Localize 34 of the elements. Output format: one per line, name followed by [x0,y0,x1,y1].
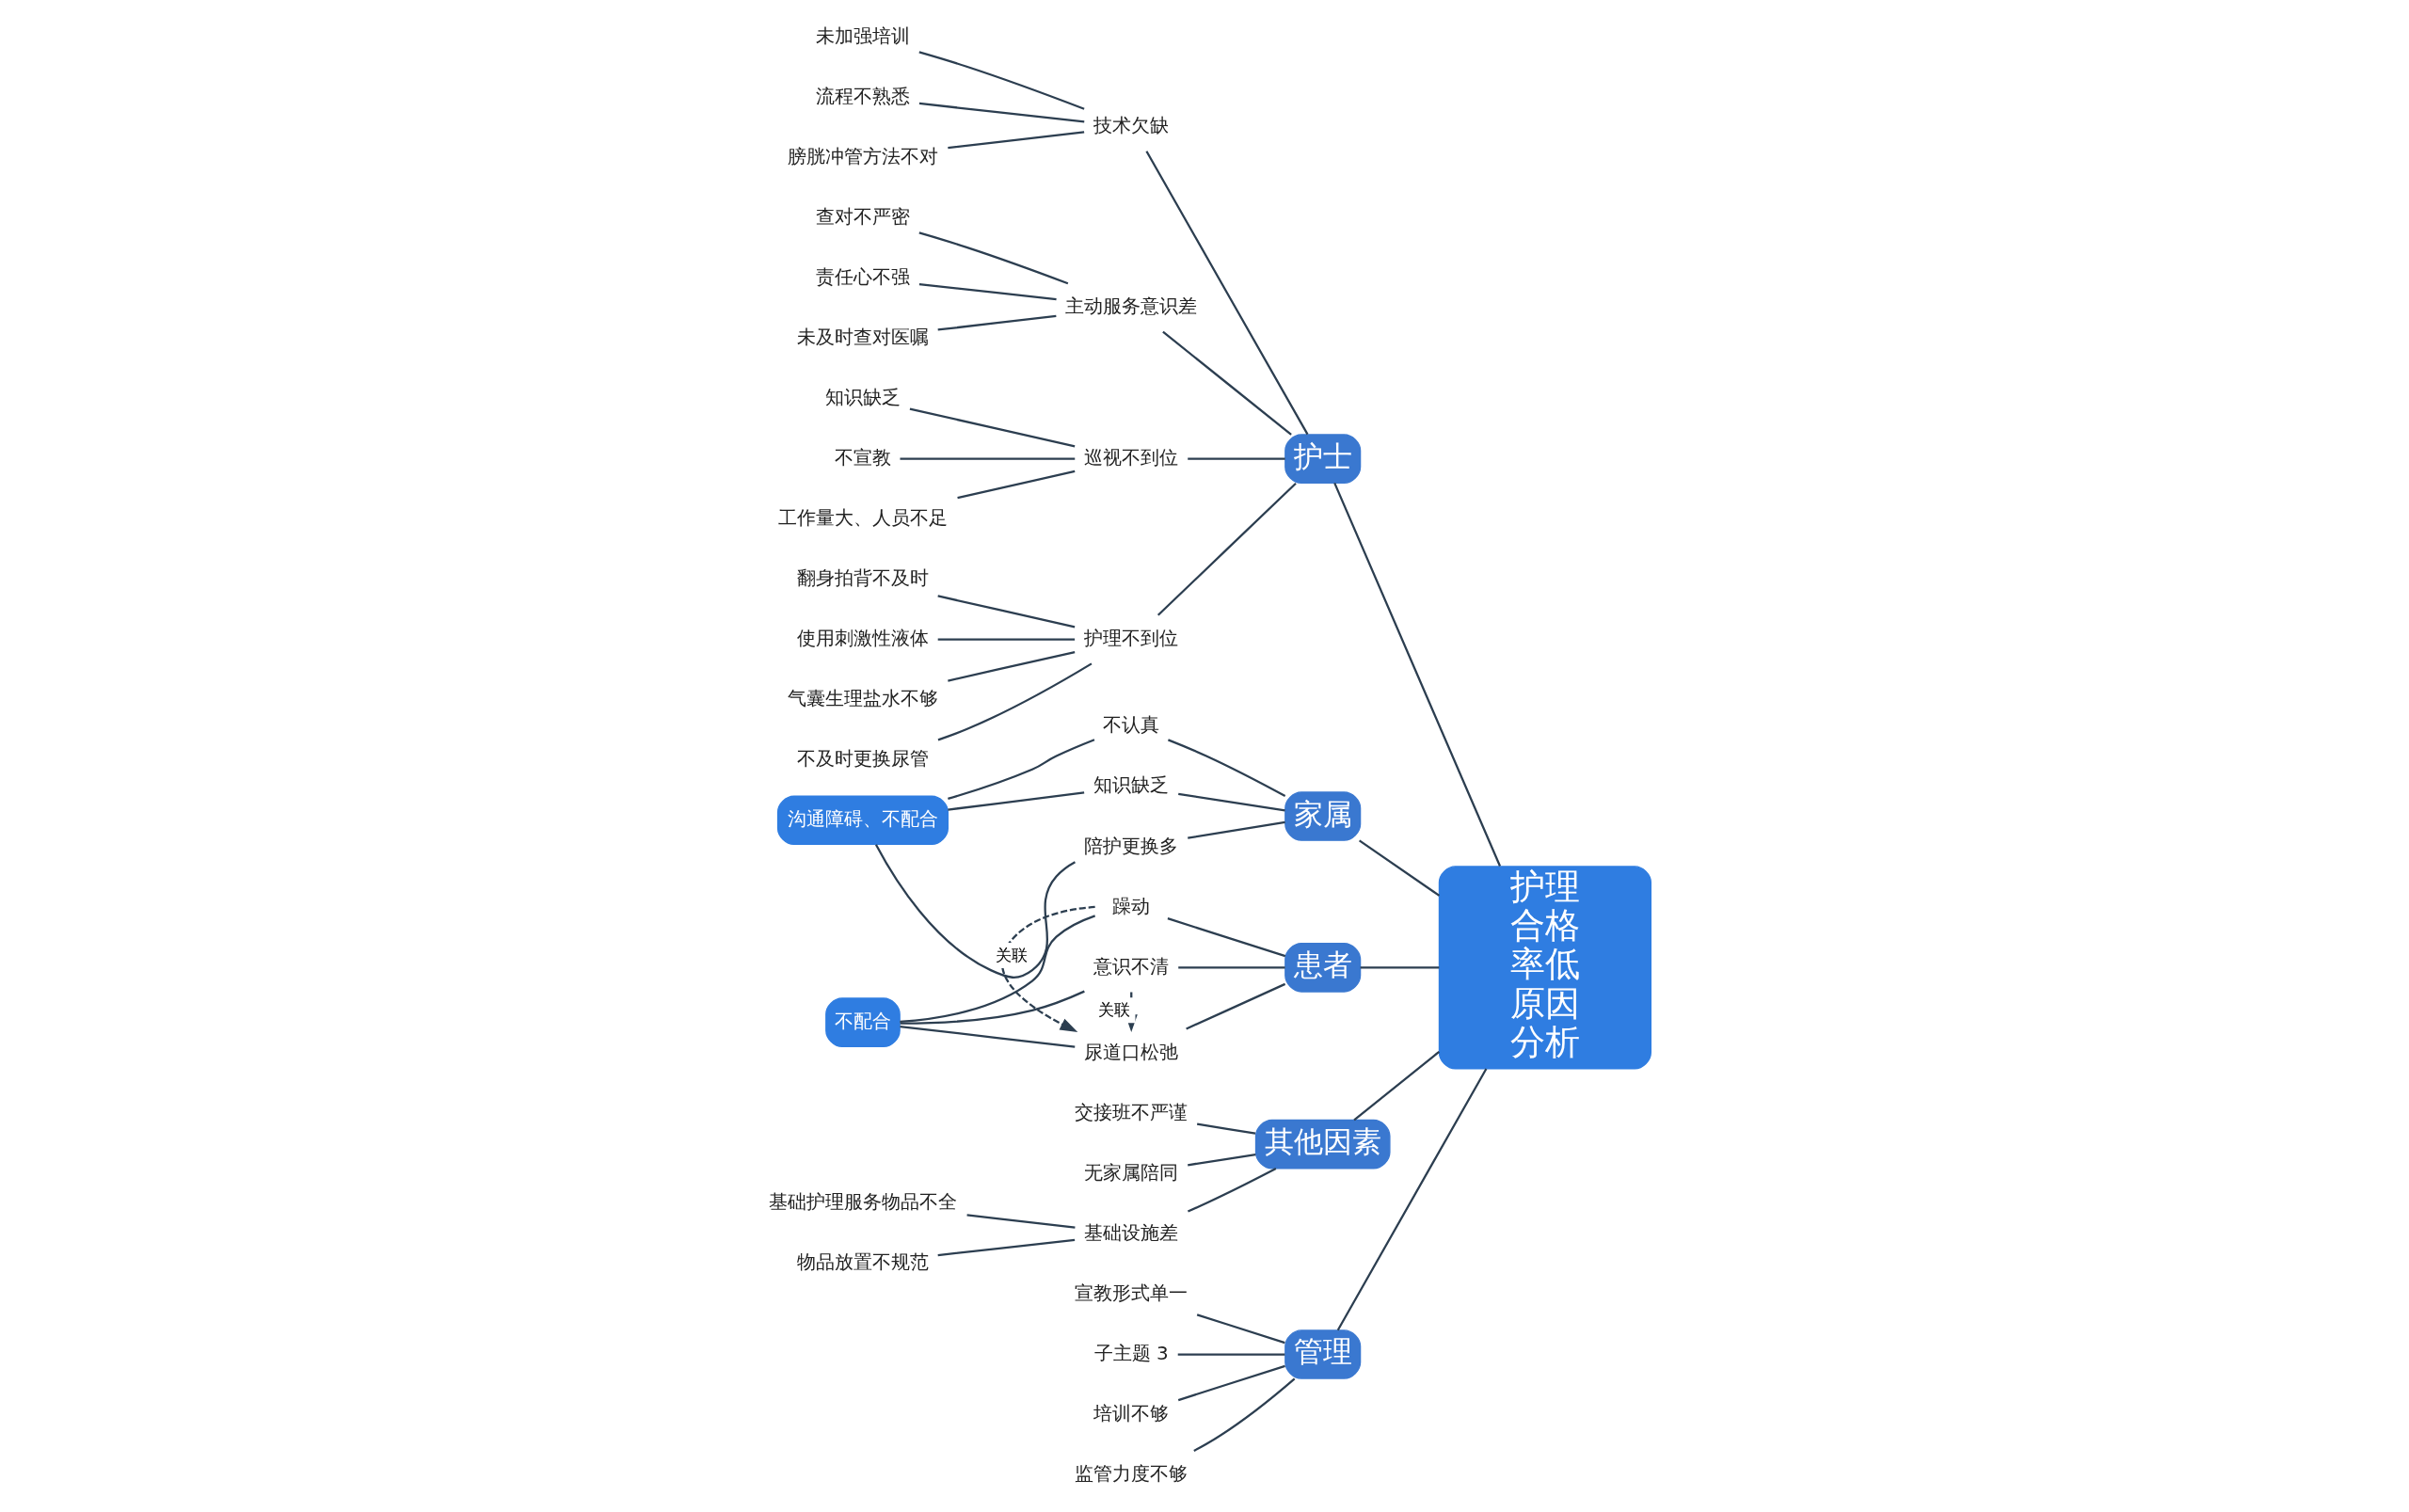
node-text: 使用刺激性液体 [796,627,929,649]
node-text: 未加强培训 [815,24,910,47]
node-text: 护理不到位 [1083,627,1178,649]
node-text: 翻身拍背不及时 [796,566,929,589]
node-text: 不宣教 [834,446,891,469]
node-text: 技术欠缺 [1093,115,1169,137]
node-text: 查对不严密 [815,205,910,228]
node-text: 膀胱冲管方法不对 [787,145,938,167]
node-text: 物品放置不规范 [796,1251,929,1274]
node-text: 巡视不到位 [1083,446,1178,469]
node-text: 躁动 [1111,895,1150,917]
node-text: 知识缺乏 [824,386,901,408]
node-text: 意识不清 [1093,955,1169,978]
node-text: 不及时更换尿管 [796,748,929,771]
node-text: 流程不熟悉 [815,85,910,107]
node-text: 责任心不强 [815,265,910,288]
node-text: 不认真 [1102,714,1159,737]
node-text: 陪护更换多 [1083,835,1178,857]
node-text: 培训不够 [1093,1402,1169,1424]
node-text: 子主题 3 [1093,1342,1169,1364]
node-text: 监管力度不够 [1074,1462,1188,1485]
node-text: 基础护理服务物品不全 [768,1191,957,1213]
node-text: 基础设施差 [1083,1221,1178,1244]
node-text: 工作量大、人员不足 [777,506,948,529]
edge-label: 关联 [1097,999,1130,1019]
node-text: 尿道口松弛 [1083,1041,1178,1063]
node-text: 交接班不严谨 [1074,1101,1188,1123]
node-text: 气囊生理盐水不够 [787,688,938,709]
node-text: 主动服务意识差 [1064,295,1197,318]
node-text: 宣教形式单一 [1074,1281,1188,1304]
edge-label: 关联 [995,945,1028,964]
node-text: 知识缺乏 [1093,774,1169,797]
node-text: 未及时查对医嘱 [796,326,929,348]
node-text: 无家属陪同 [1083,1161,1178,1184]
